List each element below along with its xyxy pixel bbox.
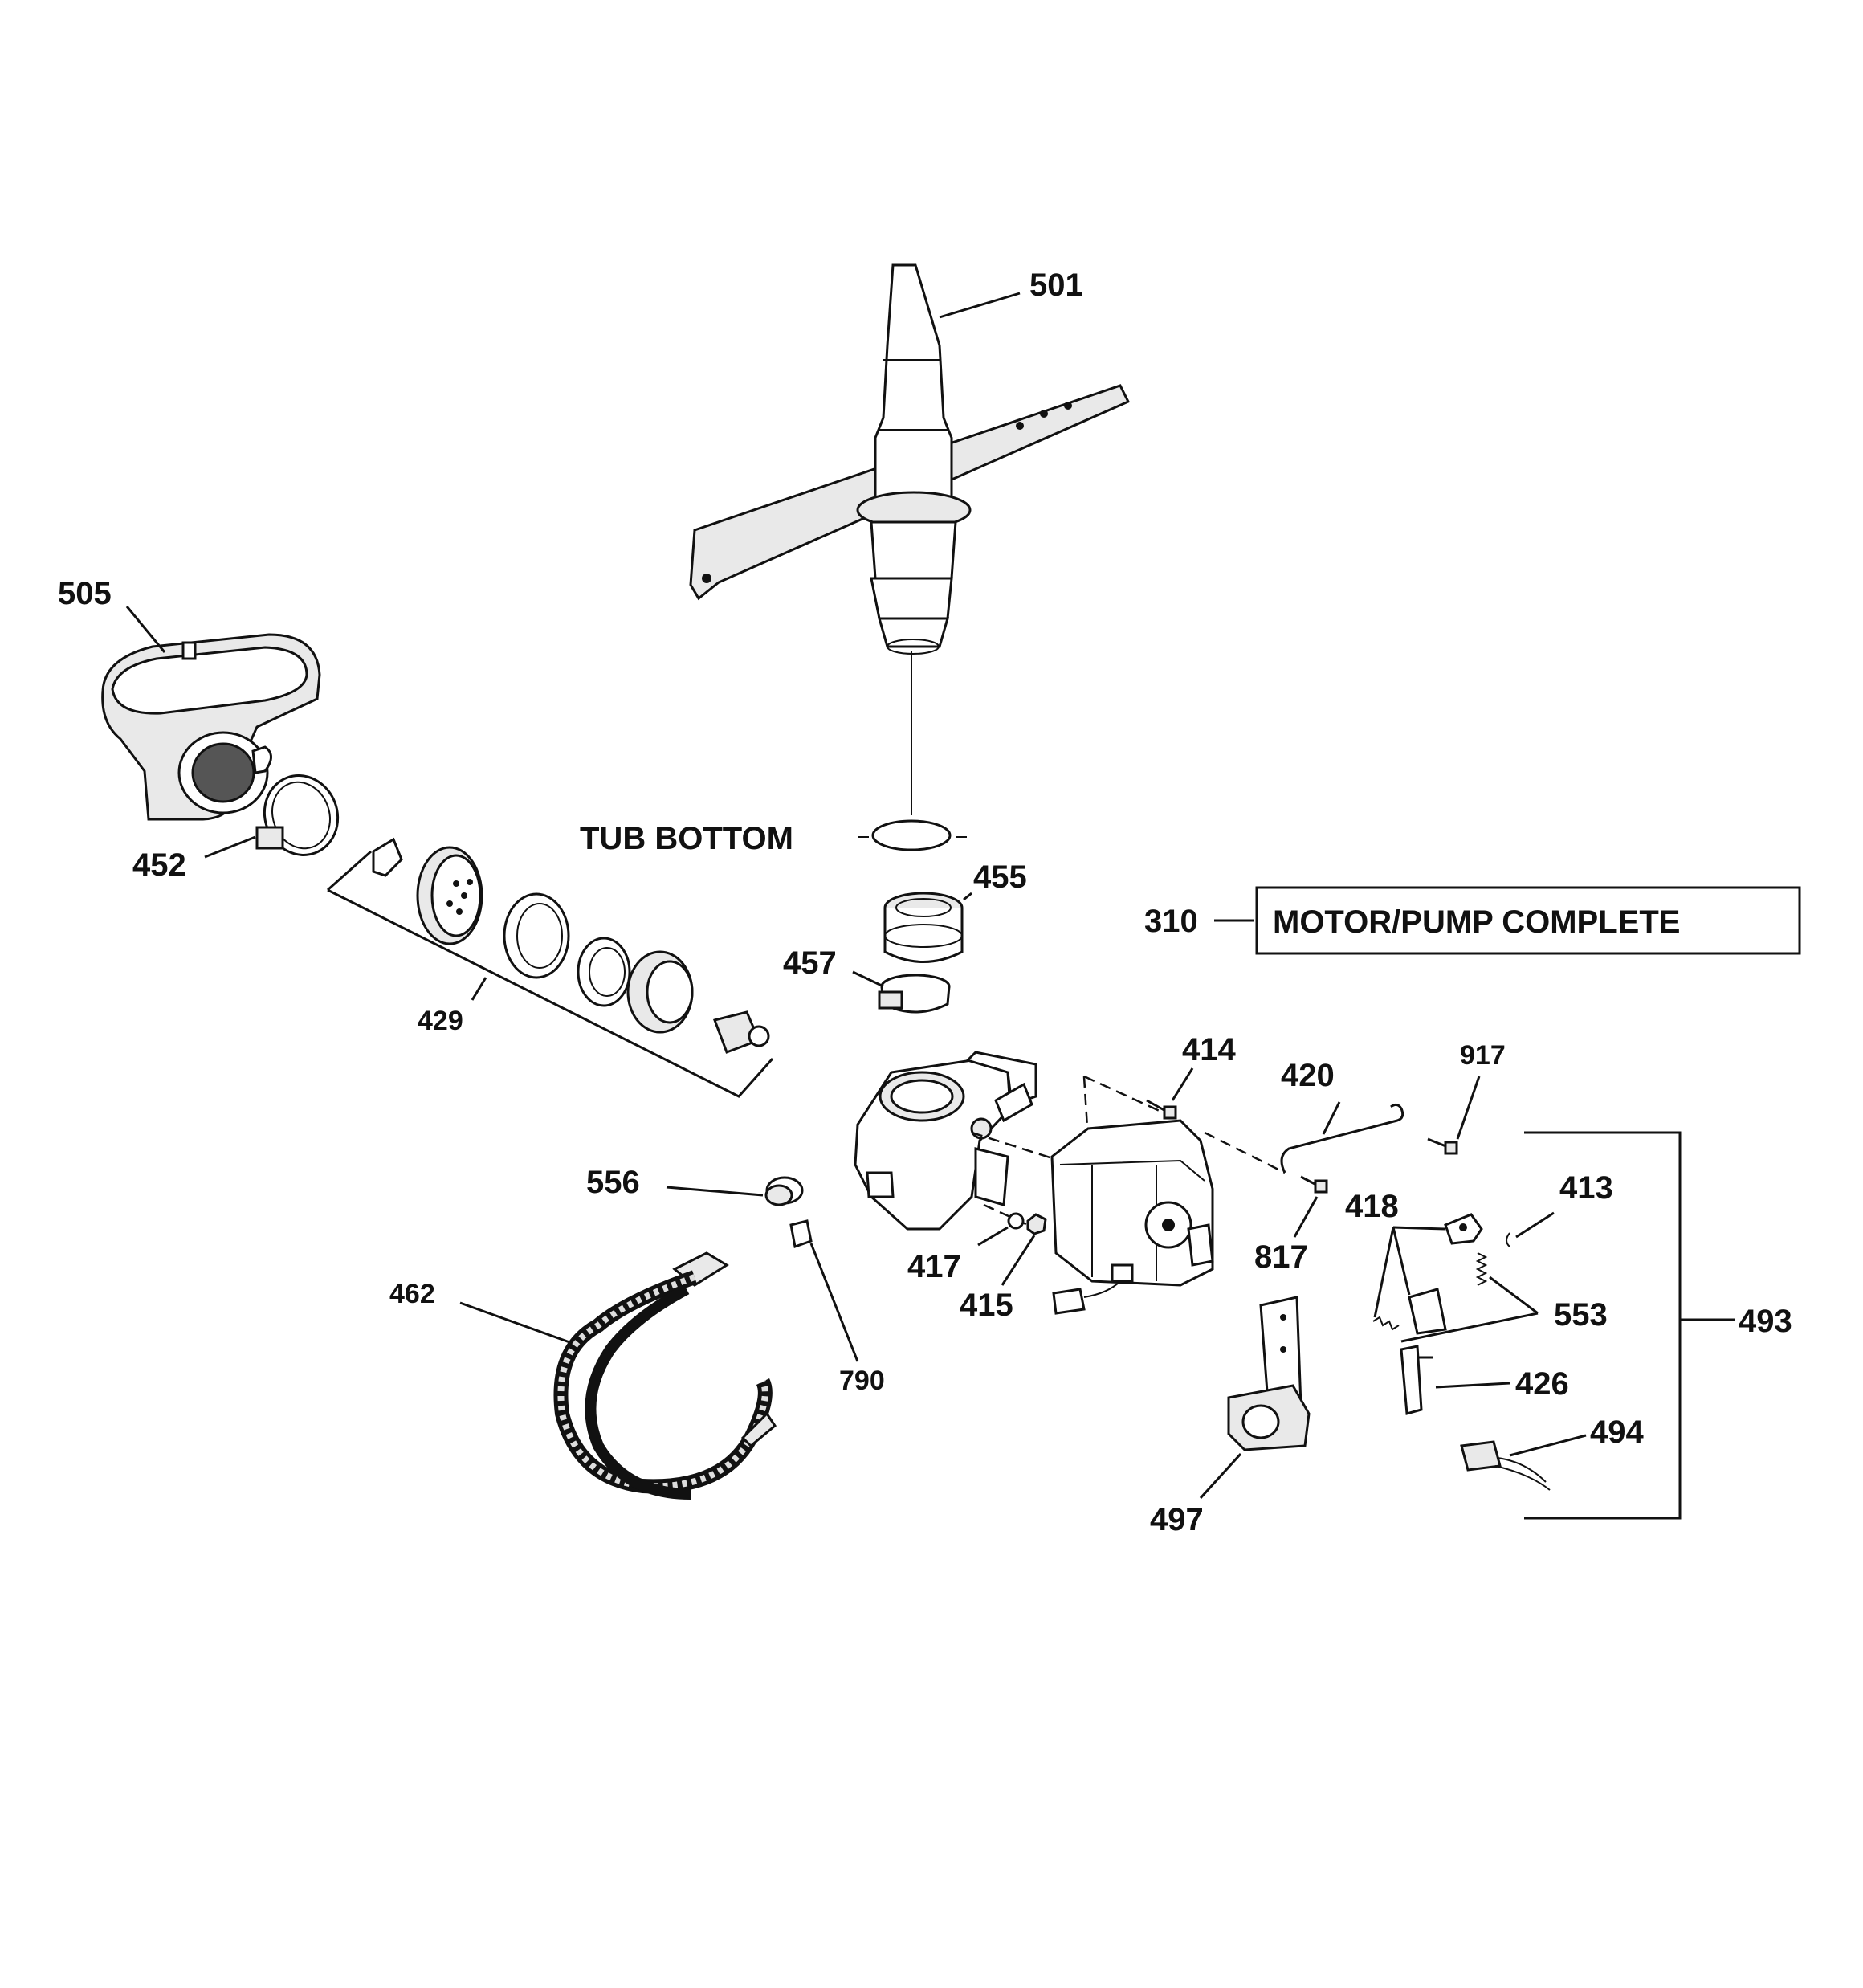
- leader-553: [1400, 1312, 1539, 1343]
- leader-452: [204, 835, 256, 859]
- motor-pump-box: [1255, 886, 1801, 955]
- leader-417: [977, 1226, 1009, 1247]
- callout-415: 415: [960, 1288, 1013, 1323]
- bracket-429: [327, 888, 774, 1098]
- nut-part-415: [1026, 1213, 1047, 1235]
- alignment-line: [1204, 1131, 1286, 1174]
- spring-part-553: [1372, 1252, 1488, 1331]
- callout-418: 418: [1345, 1189, 1399, 1224]
- callout-505: 505: [58, 576, 112, 611]
- leader-497: [1199, 1452, 1242, 1500]
- callout-556: 556: [586, 1165, 640, 1200]
- leader-790: [809, 1243, 859, 1362]
- clamp-part-452: [255, 774, 340, 856]
- leader-817: [1293, 1196, 1319, 1238]
- leader-418: [1392, 1226, 1446, 1231]
- motor-pump-label: MOTOR/PUMP COMPLETE: [1273, 904, 1680, 940]
- sump-part-505: [101, 633, 321, 821]
- leader-418: [1373, 1227, 1395, 1318]
- callout-426: 426: [1515, 1366, 1569, 1402]
- callout-457: 457: [783, 945, 837, 981]
- leader-553: [1489, 1276, 1539, 1315]
- screw-part-817: [1300, 1175, 1328, 1194]
- part-790: [789, 1219, 813, 1248]
- callout-501: 501: [1029, 267, 1083, 303]
- connector-part-494: [1460, 1440, 1551, 1491]
- screw-part-414: [1146, 1099, 1177, 1120]
- leader-420: [1322, 1101, 1341, 1135]
- alignment-line: [971, 1131, 1061, 1162]
- filter-assembly-429: [372, 837, 770, 1054]
- leader-457: [852, 970, 884, 988]
- leader-429: [471, 977, 487, 1001]
- leader-917: [1456, 1076, 1481, 1140]
- clamp-part-457: [878, 974, 951, 1014]
- bracket-part-418: [1408, 1213, 1483, 1335]
- callout-455: 455: [973, 859, 1027, 895]
- motor-part: [1050, 1119, 1214, 1315]
- leader-418: [1392, 1227, 1411, 1296]
- callout-417: 417: [907, 1249, 961, 1284]
- callout-462: 462: [389, 1279, 435, 1309]
- leader-413: [1515, 1211, 1555, 1239]
- clip-part-413: [1506, 1232, 1510, 1247]
- rod-part-420: [1280, 1103, 1404, 1174]
- rod-part-426: [1400, 1345, 1433, 1415]
- leader-505: [125, 606, 166, 653]
- callout-497: 497: [1150, 1502, 1204, 1537]
- washer-part-417: [1007, 1212, 1025, 1230]
- tub-bottom-label: TUB BOTTOM: [580, 821, 793, 856]
- callout-553: 553: [1554, 1297, 1608, 1333]
- leader-462: [459, 1301, 573, 1345]
- tub-bottom-gasket: [871, 819, 952, 851]
- part-556: [764, 1176, 804, 1206]
- callout-310: 310: [1144, 904, 1198, 939]
- callout-790: 790: [839, 1365, 885, 1396]
- solenoid-part-497: [1227, 1296, 1311, 1451]
- leader-494: [1509, 1434, 1587, 1457]
- callout-817: 817: [1254, 1239, 1308, 1275]
- hose-part-462: [553, 1251, 777, 1500]
- callout-413: 413: [1559, 1170, 1613, 1206]
- spray-arm-part: [689, 263, 1131, 655]
- pump-housing-part: [854, 1051, 1037, 1231]
- callout-917: 917: [1460, 1040, 1506, 1071]
- callout-420: 420: [1281, 1058, 1335, 1093]
- callout-452: 452: [132, 847, 186, 883]
- leader-414: [1171, 1067, 1194, 1101]
- leader-556: [666, 1186, 764, 1197]
- leader-501: [939, 292, 1021, 319]
- leader-455: [963, 892, 972, 901]
- bracket-493: [1524, 1131, 1682, 1520]
- seal-part-455: [883, 892, 964, 963]
- callout-493: 493: [1739, 1304, 1792, 1339]
- callout-429: 429: [418, 1006, 463, 1036]
- screw-part-917: [1427, 1137, 1458, 1155]
- callout-494: 494: [1590, 1414, 1644, 1450]
- leader-415: [1001, 1235, 1036, 1286]
- callout-414: 414: [1182, 1032, 1236, 1067]
- leader-426: [1435, 1382, 1510, 1389]
